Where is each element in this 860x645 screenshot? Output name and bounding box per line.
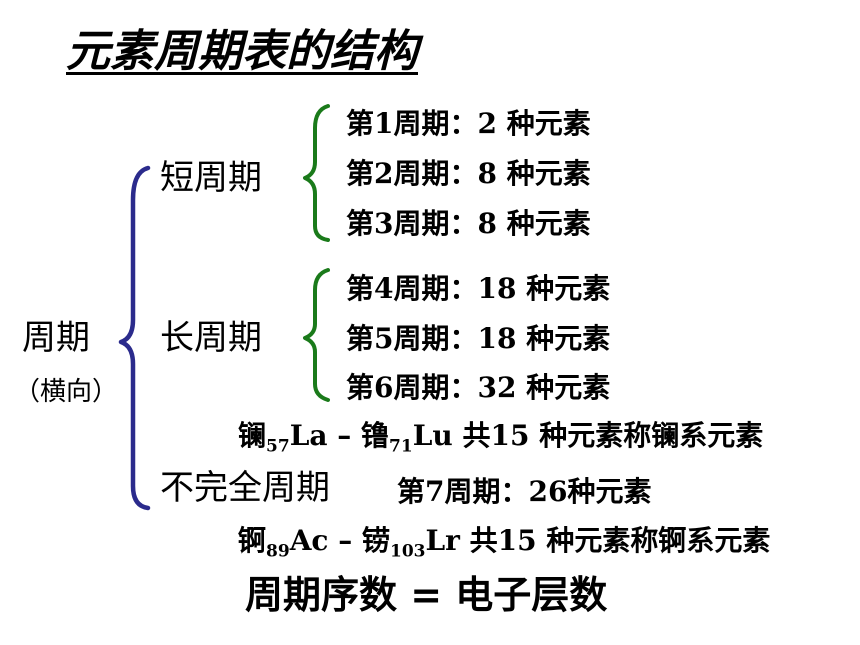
period-row-3: 第3周期：8 种元素 bbox=[346, 206, 591, 242]
period-row-name: 第3周期： bbox=[346, 207, 478, 240]
dash: – bbox=[327, 419, 362, 452]
period-row-6: 第6周期：32 种元素 bbox=[346, 370, 610, 406]
lanthanum-symbol: La bbox=[289, 419, 328, 452]
period-formula: 周期序数 = 电子层数 bbox=[245, 573, 608, 617]
period-row-2: 第2周期：8 种元素 bbox=[346, 156, 591, 192]
incomplete-period-label: 不完全周期 bbox=[160, 468, 330, 508]
period-row-7: 第7周期：26种元素 bbox=[397, 474, 651, 510]
actinium-name: 锕 bbox=[238, 524, 267, 557]
period-row-1: 第1周期：2 种元素 bbox=[346, 106, 591, 142]
long-period-brace bbox=[303, 268, 330, 402]
actinium-number: 89 bbox=[266, 541, 290, 562]
lawrencium-name: 铹 bbox=[361, 524, 390, 557]
lutetium-name: 镥 bbox=[361, 419, 390, 452]
period-row-count: 2 种元素 bbox=[477, 107, 591, 140]
lawrencium-symbol: Lr bbox=[425, 524, 460, 557]
lanthanide-description: 共15 种元素称镧系元素 bbox=[452, 419, 764, 452]
period-row-count: 32 种元素 bbox=[477, 371, 611, 404]
period-row-name: 第5周期： bbox=[346, 322, 478, 355]
lutetium-symbol: Lu bbox=[412, 419, 453, 452]
actinium-symbol: Ac bbox=[289, 524, 329, 557]
long-period-label: 长周期 bbox=[160, 318, 262, 358]
outer-brace bbox=[118, 165, 151, 511]
actinide-note: 锕89Ac – 铹103Lr 共15 种元素称锕系元素 bbox=[238, 523, 771, 562]
lutetium-number: 71 bbox=[389, 436, 413, 457]
lanthanum-name: 镧 bbox=[238, 419, 267, 452]
short-period-brace bbox=[303, 104, 330, 242]
period-row-4: 第4周期：18 种元素 bbox=[346, 271, 610, 307]
period-row-count: 8 种元素 bbox=[477, 207, 591, 240]
period-sublabel: （横向） bbox=[14, 377, 119, 407]
period-row-name: 第4周期： bbox=[346, 272, 478, 305]
lanthanide-note: 镧57La – 镥71Lu 共15 种元素称镧系元素 bbox=[238, 418, 764, 457]
period-row-name: 第6周期： bbox=[346, 371, 478, 404]
period-row-count: 26种元素 bbox=[528, 475, 652, 508]
dash: – bbox=[328, 524, 362, 557]
lawrencium-number: 103 bbox=[389, 541, 426, 562]
period-row-name: 第7周期： bbox=[397, 475, 529, 508]
period-row-name: 第2周期： bbox=[346, 157, 478, 190]
period-label: 周期 bbox=[22, 318, 90, 358]
period-row-5: 第5周期：18 种元素 bbox=[346, 321, 610, 357]
period-row-count: 18 种元素 bbox=[477, 322, 611, 355]
period-row-count: 8 种元素 bbox=[477, 157, 591, 190]
lanthanum-number: 57 bbox=[266, 436, 290, 457]
period-row-name: 第1周期： bbox=[346, 107, 478, 140]
actinide-description: 共15 种元素称锕系元素 bbox=[459, 524, 771, 557]
slide-title: 元素周期表的结构 bbox=[66, 26, 418, 77]
short-period-label: 短周期 bbox=[160, 158, 262, 198]
period-row-count: 18 种元素 bbox=[477, 272, 611, 305]
